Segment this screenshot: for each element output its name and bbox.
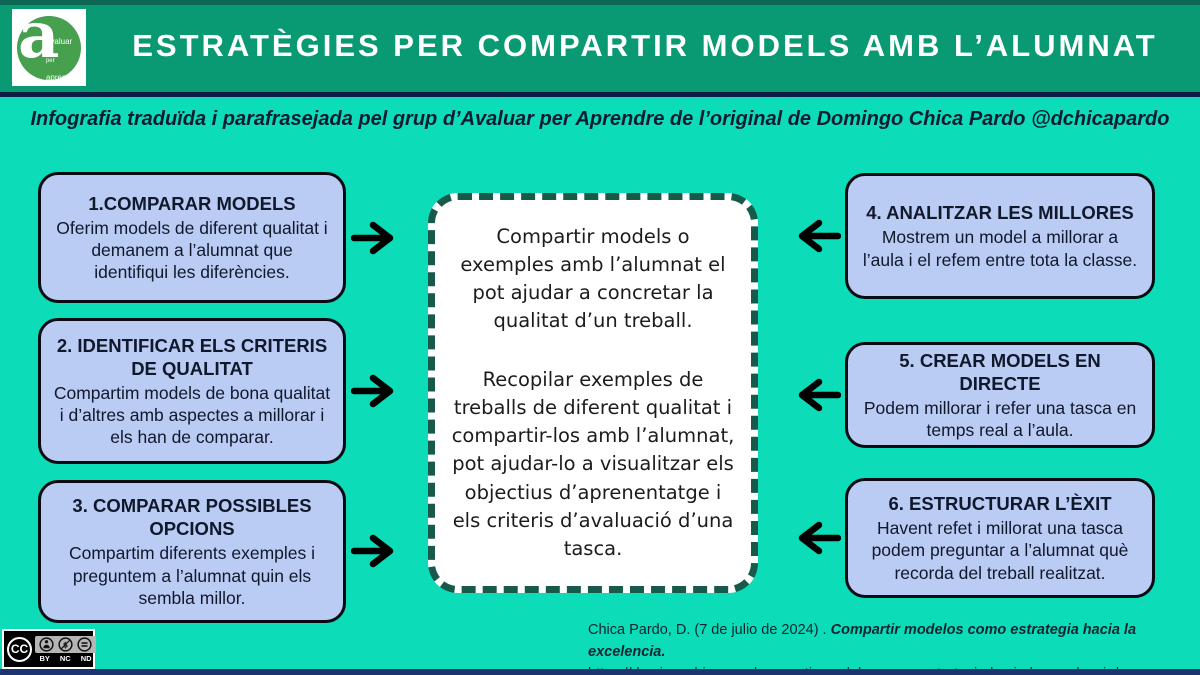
strategy-title: 5. CREAR MODELS EN DIRECTE — [899, 349, 1101, 394]
logo-wordmark: avaluar per aprendre — [46, 31, 78, 80]
logo-word-2: per — [45, 57, 55, 64]
strategy-title: 2. IDENTIFICAR ELS CRITERIS DE QUALITAT — [56, 334, 328, 379]
page-title: ESTRATÈGIES PER COMPARTIR MODELS AMB L’A… — [132, 28, 1158, 63]
strategy-box-6: 6. ESTRUCTURAR L’ÈXIT Havent refet i mil… — [845, 478, 1155, 598]
strategy-title: 3. COMPARAR POSSIBLES OPCIONS — [72, 495, 312, 540]
nc-noncommercial-icon: $ — [58, 636, 73, 652]
citation-block: Chica Pardo, D. (7 de julio de 2024) . C… — [588, 620, 1194, 675]
cc-license-badge: CC $ BY — [2, 629, 96, 669]
bottom-edge-strip — [0, 669, 1200, 675]
citation-reference: Chica Pardo, D. (7 de julio de 2024) . — [588, 622, 831, 638]
strategy-title: 4. ANALITZAR LES MILLORES — [866, 202, 1134, 224]
arrow-left-icon — [798, 378, 841, 412]
cc-term-labels: BY NC ND — [39, 654, 91, 663]
header-separator-line — [0, 92, 1200, 97]
strategy-title: 6. ESTRUCTURAR L’ÈXIT — [888, 493, 1112, 515]
arrow-left-icon — [798, 521, 841, 555]
cc-term-icons: $ — [35, 635, 96, 653]
strategy-box-5: 5. CREAR MODELS EN DIRECTE Podem millora… — [845, 342, 1155, 448]
by-label: BY — [39, 653, 50, 663]
summary-paragraph-1: Compartir models o exemples amb l’alumna… — [460, 224, 726, 333]
header-bar: a avaluar per aprendre ESTRATÈGIES PER C… — [0, 0, 1200, 92]
central-summary-box: Compartir models o exemples amb l’alumna… — [428, 193, 758, 593]
arrow-right-icon — [351, 374, 394, 408]
strategy-title: 1.COMPARAR MODELS — [88, 192, 296, 214]
strategy-box-4: 4. ANALITZAR LES MILLORES Mostrem un mod… — [845, 173, 1155, 299]
by-attribution-icon — [39, 636, 54, 652]
strategy-body: Compartim models de bona qualitat i d’al… — [53, 382, 331, 448]
strategy-box-2: 2. IDENTIFICAR ELS CRITERIS DE QUALITAT … — [38, 318, 346, 464]
strategy-body: Oferim models de diferent qualitat i dem… — [56, 217, 328, 283]
citation-work-title: Compartir modelos como estrategia hacia … — [588, 622, 1137, 660]
top-edge-strip — [0, 0, 1200, 5]
nd-label: ND — [80, 653, 92, 663]
arrow-right-icon — [351, 221, 394, 255]
logo-circle: a avaluar per aprendre — [17, 15, 81, 80]
strategy-body: Havent refet i millorat una tasca podem … — [871, 518, 1129, 583]
summary-paragraph-2: Recopilar exemples de treballs de difere… — [451, 367, 735, 561]
logo-word-1: avaluar — [45, 36, 73, 46]
logo-letter: a — [18, 15, 60, 73]
strategy-body: Mostrem un model a millorar a l’aula i e… — [862, 227, 1138, 270]
strategy-box-3: 3. COMPARAR POSSIBLES OPCIONS Compartim … — [38, 480, 346, 623]
arrow-right-icon — [351, 534, 394, 568]
strategy-body: Compartim diferents exemples i preguntem… — [68, 543, 316, 608]
nd-noderivatives-icon — [77, 636, 92, 652]
strategy-body: Podem millorar i refer una tasca en temp… — [863, 397, 1137, 441]
avaluar-per-aprendre-logo: a avaluar per aprendre — [12, 9, 86, 86]
arrow-left-icon — [798, 219, 841, 253]
cc-icon: CC — [7, 636, 32, 662]
nc-label: NC — [59, 653, 71, 663]
attribution-subtitle: Infografia traduïda i parafrasejada pel … — [30, 108, 1170, 130]
strategy-box-1: 1.COMPARAR MODELS Oferim models de difer… — [38, 172, 346, 303]
logo-word-3: aprendre — [45, 73, 78, 80]
cc-license-terms: $ BY NC ND — [35, 635, 96, 663]
